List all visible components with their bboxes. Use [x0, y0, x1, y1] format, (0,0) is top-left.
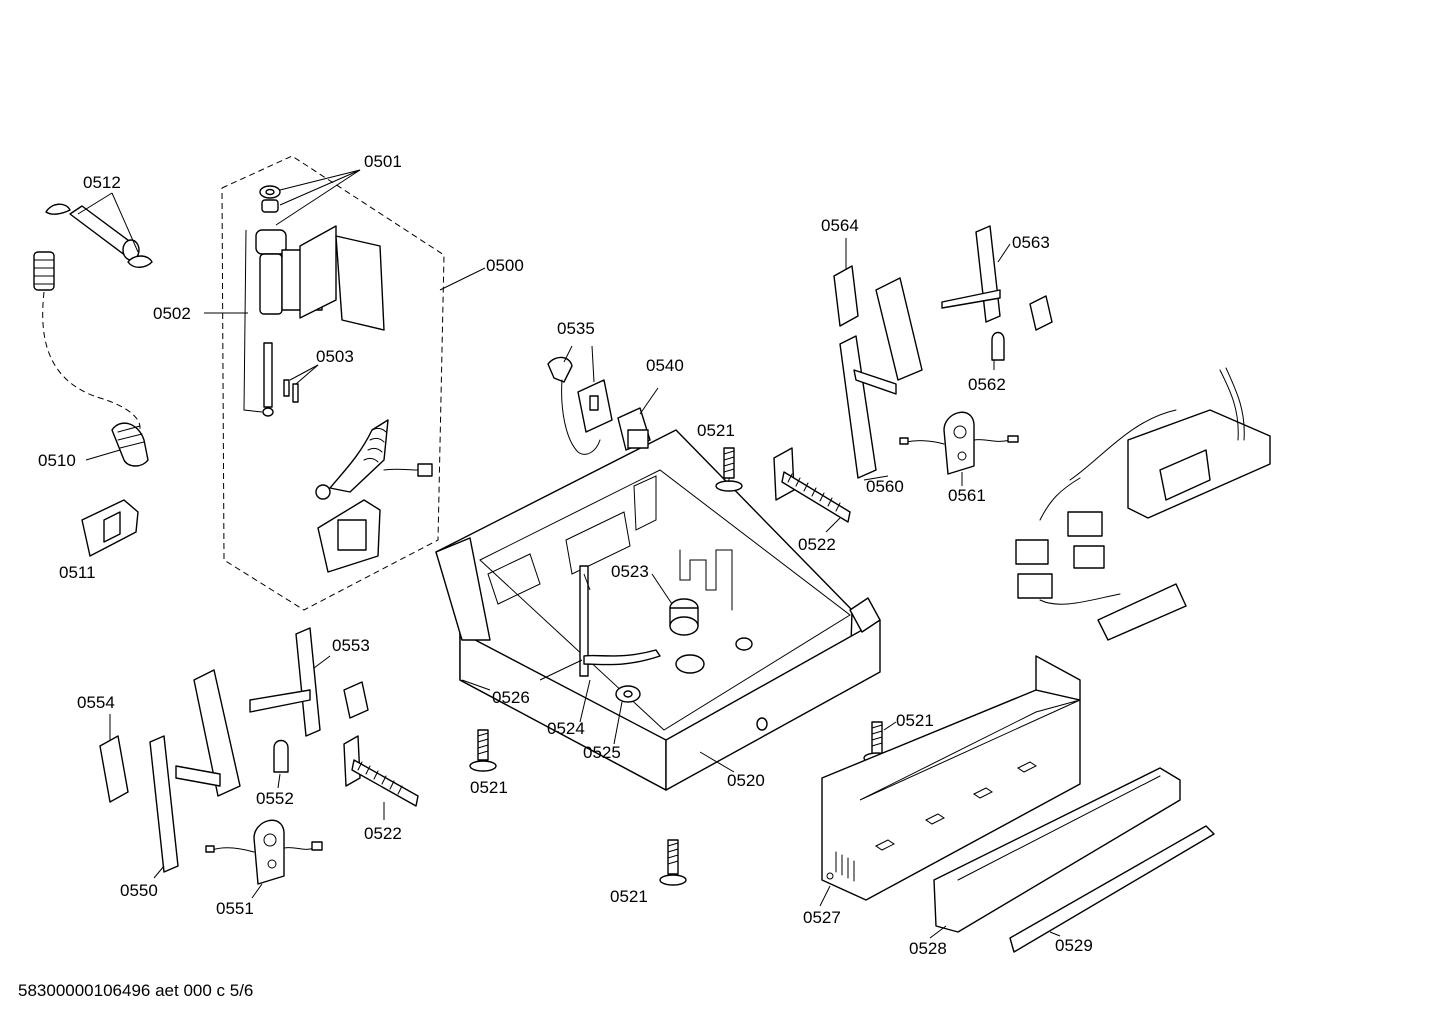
- part-0503-pins: [283, 364, 319, 403]
- spring-0522-top: [773, 447, 851, 533]
- label-0527: 0527: [803, 908, 841, 927]
- part-0553-bracket: [249, 627, 369, 737]
- leader-0526: [461, 679, 491, 691]
- part-0510-hose: [42, 291, 149, 467]
- part-0562-clip: [991, 331, 1005, 370]
- part-0560-bracket: [839, 277, 923, 481]
- label-0522-bottom: 0522: [364, 824, 402, 843]
- label-0526: 0526: [492, 688, 530, 707]
- label-0520: 0520: [727, 771, 765, 790]
- label-0551: 0551: [216, 899, 254, 918]
- part-0535-switch: [547, 345, 613, 455]
- label-0535: 0535: [557, 319, 595, 338]
- label-0528: 0528: [909, 939, 947, 958]
- screw-0521-top: [715, 447, 743, 492]
- part-0501-seals: [259, 169, 361, 226]
- screw-0521-mid-left: [469, 729, 497, 772]
- part-0522-springs: [343, 447, 851, 820]
- part-0554-cover: [99, 714, 129, 803]
- part-0511-clip: [81, 499, 139, 557]
- label-0512: 0512: [83, 173, 121, 192]
- part-spring-left: [33, 251, 55, 291]
- part-0551-motor: [205, 819, 323, 899]
- part-0550-bracket: [149, 669, 241, 879]
- label-0522-top: 0522: [798, 535, 836, 554]
- part-0527-plinth: [819, 655, 1081, 907]
- part-0540-relay: [617, 387, 659, 451]
- label-0525: 0525: [583, 743, 621, 762]
- spring-0522-bottom: [343, 735, 419, 820]
- label-0561: 0561: [948, 486, 986, 505]
- label-0552: 0552: [256, 789, 294, 808]
- label-0511: 0511: [59, 563, 96, 582]
- label-0521-right: 0521: [896, 711, 934, 730]
- part-0502-inlet-valve: [204, 225, 385, 417]
- part-0563-bracket: [941, 225, 1053, 331]
- part-0529-strip: [1009, 825, 1215, 953]
- label-0521-top: 0521: [697, 421, 735, 440]
- label-0554: 0554: [77, 693, 115, 712]
- label-0524: 0524: [547, 719, 585, 738]
- part-0512-tube: [45, 192, 153, 268]
- screw-0521-bottom: [659, 839, 687, 886]
- label-0501: 0501: [364, 152, 402, 171]
- part-0520-base: [435, 429, 881, 791]
- drawing-reference-footer: 58300000106496 aet 000 c 5/6: [18, 981, 254, 1000]
- label-0523: 0523: [611, 562, 649, 581]
- label-0560: 0560: [866, 477, 904, 496]
- part-0528-kickplate: [929, 767, 1181, 939]
- label-0521-bottom: 0521: [610, 887, 648, 906]
- label-0502: 0502: [153, 304, 191, 323]
- part-0561-motor: [899, 411, 1019, 486]
- part-0564-cover: [833, 238, 859, 327]
- label-0529: 0529: [1055, 936, 1093, 955]
- label-0540: 0540: [646, 356, 684, 375]
- label-0521-mid: 0521: [470, 778, 508, 797]
- part-wiring-harness: [1015, 367, 1271, 641]
- label-0550: 0550: [120, 881, 158, 900]
- part-0500-hose: [315, 419, 433, 573]
- label-0563: 0563: [1012, 233, 1050, 252]
- label-0564: 0564: [821, 216, 859, 235]
- assembly-0500-boundary: [221, 155, 486, 611]
- label-0500: 0500: [486, 256, 524, 275]
- label-0562: 0562: [968, 375, 1006, 394]
- label-0553: 0553: [332, 636, 370, 655]
- label-0510: 0510: [38, 451, 76, 470]
- label-0503: 0503: [316, 347, 354, 366]
- part-0552-clip: [273, 739, 289, 789]
